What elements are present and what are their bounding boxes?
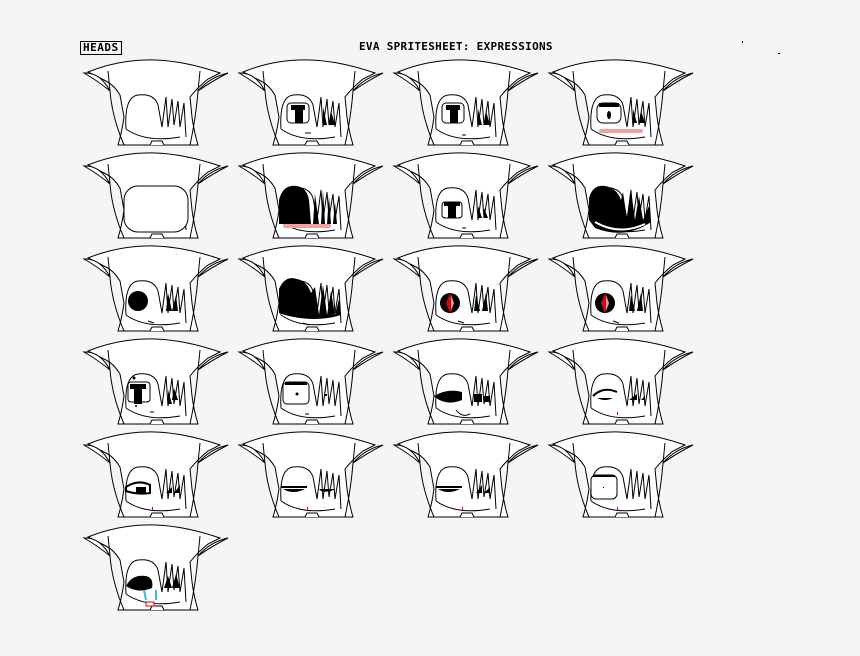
sprite-neutral-small [390, 150, 542, 240]
sprite-red-slit-eye [390, 243, 542, 333]
sprite-sleepy-alt [390, 429, 542, 519]
sprite-tiny-pupil [235, 336, 387, 426]
sprite-shocked-sweat [80, 336, 232, 426]
stray-pixel [778, 53, 780, 54]
sprite-neutral-alt [390, 57, 542, 147]
sprite-dark-grin [545, 150, 697, 240]
sprite-dark-shadowed [235, 243, 387, 333]
sprite-tired [545, 336, 697, 426]
sprite-blank-stare [545, 429, 697, 519]
sprite-sleepy [235, 429, 387, 519]
sprite-surprised-blush [545, 57, 697, 147]
sprite-no-face [80, 150, 232, 240]
sprite-blank-face [80, 57, 232, 147]
sprite-crying [80, 522, 232, 620]
sprite-dark-eye [80, 243, 232, 333]
stray-pixel [742, 41, 743, 43]
heads-section-label: HEADS [80, 41, 122, 55]
sprite-closed-happy [390, 336, 542, 426]
sprite-red-slit-eye-alt [545, 243, 697, 333]
sprite-half-lidded [80, 429, 232, 519]
sprite-neutral [235, 57, 387, 147]
page-title: EVA SPRITESHEET: EXPRESSIONS [359, 40, 553, 53]
sprite-dark-eye-blush [235, 150, 387, 240]
